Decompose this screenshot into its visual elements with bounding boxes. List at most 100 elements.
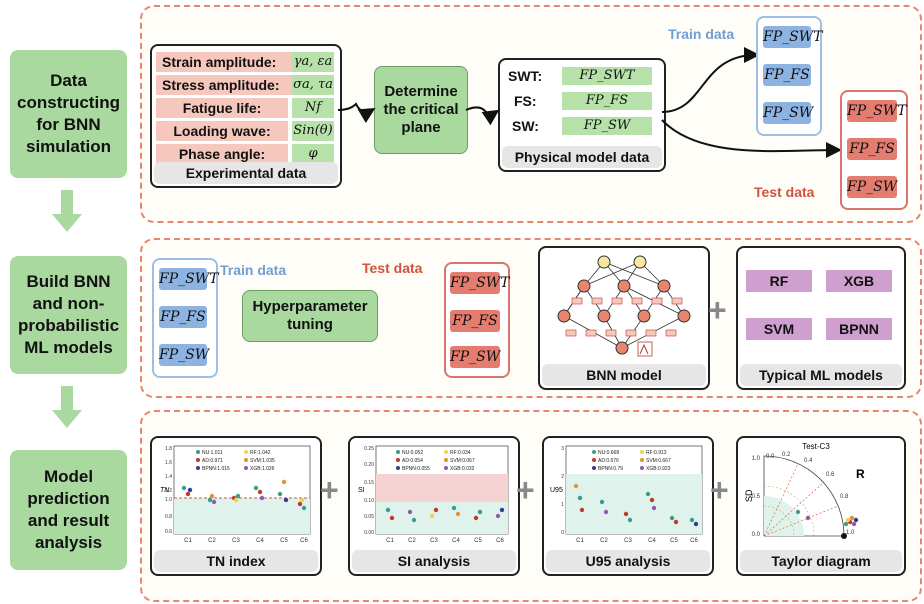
stage-build-models: Build BNN and non- probabilistic ML mode… xyxy=(10,256,127,374)
si-xtick: C5 xyxy=(474,538,482,544)
tn-xtick: C4 xyxy=(256,538,264,544)
si-xtick: C4 xyxy=(452,538,460,544)
taylor-rtick: 0.8 xyxy=(840,494,849,500)
plus-icon-3: + xyxy=(710,472,729,508)
plus-icon-models: + xyxy=(708,292,727,328)
train-fp-group: FP_SWT FP_FS FP_SW xyxy=(756,16,822,136)
taylor-title: Test-C3 xyxy=(802,442,830,451)
train-fp-group-2: FP_SWT FP_FS FP_SW xyxy=(152,258,218,378)
u95-analysis-box: 3 2 1 0 U95 C1 C2 C3 C4 C5 C6 NU:0.668 R… xyxy=(542,436,714,576)
experimental-data-box: Strain amplitude: γa, εa Stress amplitud… xyxy=(150,44,342,188)
test-fp-sw-2: FP_SW xyxy=(450,346,500,368)
si-xtick: C3 xyxy=(430,538,438,544)
si-legend: NU:0.052 xyxy=(402,450,423,456)
u95-legend: NU:0.668 xyxy=(598,450,619,456)
tn-xtick: C6 xyxy=(300,538,308,544)
taylor-diagram-caption: Taylor diagram xyxy=(740,550,902,572)
si-ytick: 0.10 xyxy=(364,498,374,504)
tn-ytick: 1.2 xyxy=(165,488,172,494)
tn-legend: SVM:1.035 xyxy=(250,458,275,464)
tn-legend: BPNN:1.015 xyxy=(202,466,230,472)
u95-ytick: 3 xyxy=(561,446,564,452)
si-chart: 0.25 0.20 0.15 0.10 0.05 0.00 SI C1 C2 C… xyxy=(358,445,509,544)
taylor-rtick: 0.6 xyxy=(826,472,835,478)
stage-prediction-analysis: Model prediction and result analysis xyxy=(10,450,127,570)
u95-legend: SVM:0.667 xyxy=(646,458,671,464)
tn-legend: XGB:1.026 xyxy=(250,466,275,472)
typical-ml-caption: Typical ML models xyxy=(740,364,902,386)
exp-symbol-phase: φ xyxy=(292,144,334,164)
taylor-chart: Test-C3 0.0 0.2 0.4 0.6 0.8 1.0 R 1.0 0.… xyxy=(744,442,865,539)
exp-label-wave: Loading wave: xyxy=(156,121,288,141)
u95-ytick: 1 xyxy=(561,502,564,508)
si-legend: AD:0.054 xyxy=(402,458,423,464)
si-legend: SVM:0.067 xyxy=(450,458,475,464)
tn-legend: RF:1.042 xyxy=(250,450,271,456)
train-fp-fs-2: FP_FS xyxy=(159,306,207,328)
si-analysis-box: 0.25 0.20 0.15 0.10 0.05 0.00 SI C1 C2 C… xyxy=(348,436,520,576)
typical-ml-box: RF XGB SVM BPNN Typical ML models xyxy=(736,246,906,390)
test-fp-swt-1: FP_SWT xyxy=(847,100,906,122)
exp-symbol-fatigue: Nf xyxy=(292,98,334,118)
train-fp-sw-2: FP_SW xyxy=(159,344,209,366)
si-xtick: C1 xyxy=(386,538,394,544)
test-fp-fs-2: FP_FS xyxy=(450,310,500,332)
test-fp-group-2: FP_SWT FP_FS FP_SW xyxy=(444,262,510,378)
tn-legend: AD:0.971 xyxy=(202,458,223,464)
test-fp-sw-1: FP_SW xyxy=(847,176,897,198)
test-fp-group-1: FP_SWT FP_FS FP_SW xyxy=(840,90,908,210)
u95-xtick: C3 xyxy=(624,538,632,544)
tn-ytick: 1.4 xyxy=(165,474,172,480)
tn-ytick: 1.6 xyxy=(165,460,172,466)
u95-legend: BPNN:0.79 xyxy=(598,466,623,472)
phys-label-swt: SWT: xyxy=(508,68,543,84)
train-fp-fs: FP_FS xyxy=(763,64,811,86)
si-xtick: C2 xyxy=(408,538,416,544)
si-xtick: C6 xyxy=(496,538,504,544)
tn-ytick: 0.6 xyxy=(165,529,172,535)
bnn-network-icon xyxy=(557,255,691,357)
tn-xtick: C2 xyxy=(208,538,216,544)
test-fp-swt-2: FP_SWT xyxy=(450,272,509,294)
taylor-rtick: 0.2 xyxy=(782,452,791,458)
stage-data-constructing: Data constructing for BNN simulation xyxy=(10,50,127,178)
phys-symbol-swt: FP_SWT xyxy=(562,67,652,85)
ml-svm: SVM xyxy=(746,318,812,340)
tn-xtick: C5 xyxy=(280,538,288,544)
u95-xtick: C1 xyxy=(576,538,584,544)
down-arrow-2 xyxy=(52,386,82,428)
train-fp-swt: FP_SWT xyxy=(763,26,822,48)
ml-bpnn: BPNN xyxy=(826,318,892,340)
u95-xtick: C6 xyxy=(690,538,698,544)
taylor-rtick: 0.0 xyxy=(766,454,775,460)
down-arrow-1 xyxy=(52,190,82,232)
si-ytick: 0.15 xyxy=(364,480,374,486)
tn-ytick: 0.8 xyxy=(165,514,172,520)
test-data-label-1: Test data xyxy=(754,184,815,200)
u95-xtick: C4 xyxy=(648,538,656,544)
tn-ylabel: TN xyxy=(160,487,170,494)
taylor-ylabel: SD xyxy=(744,489,754,502)
taylor-rtick: 1.0 xyxy=(846,530,855,536)
experimental-data-caption: Experimental data xyxy=(154,162,338,184)
tn-index-box: 1.8 1.6 1.4 1.2 1.0 0.8 0.6 TN C1 C2 C3 … xyxy=(150,436,322,576)
exp-label-strain: Strain amplitude: xyxy=(156,52,294,72)
bnn-model-caption: BNN model xyxy=(542,364,706,386)
phys-label-sw: SW: xyxy=(512,118,539,134)
si-ytick: 0.20 xyxy=(364,462,374,468)
si-legend: RF:0.034 xyxy=(450,450,471,456)
test-data-label-2: Test data xyxy=(362,260,423,276)
phys-symbol-fs: FP_FS xyxy=(562,92,652,110)
si-ylabel: SI xyxy=(358,487,365,494)
physical-model-caption: Physical model data xyxy=(502,146,662,168)
exp-label-phase: Phase angle: xyxy=(156,144,288,164)
u95-ytick: 0 xyxy=(561,530,564,536)
si-legend: XGB:0.032 xyxy=(450,466,475,472)
train-data-label-2: Train data xyxy=(220,262,287,278)
hyperparameter-tuning: Hyperparameter tuning xyxy=(242,290,378,342)
train-fp-sw: FP_SW xyxy=(763,102,813,124)
taylor-ytick: 0.5 xyxy=(752,494,761,500)
taylor-rtick: 0.4 xyxy=(804,458,813,464)
bnn-model-box: BNN model xyxy=(538,246,710,390)
si-ytick: 0.25 xyxy=(364,446,374,452)
